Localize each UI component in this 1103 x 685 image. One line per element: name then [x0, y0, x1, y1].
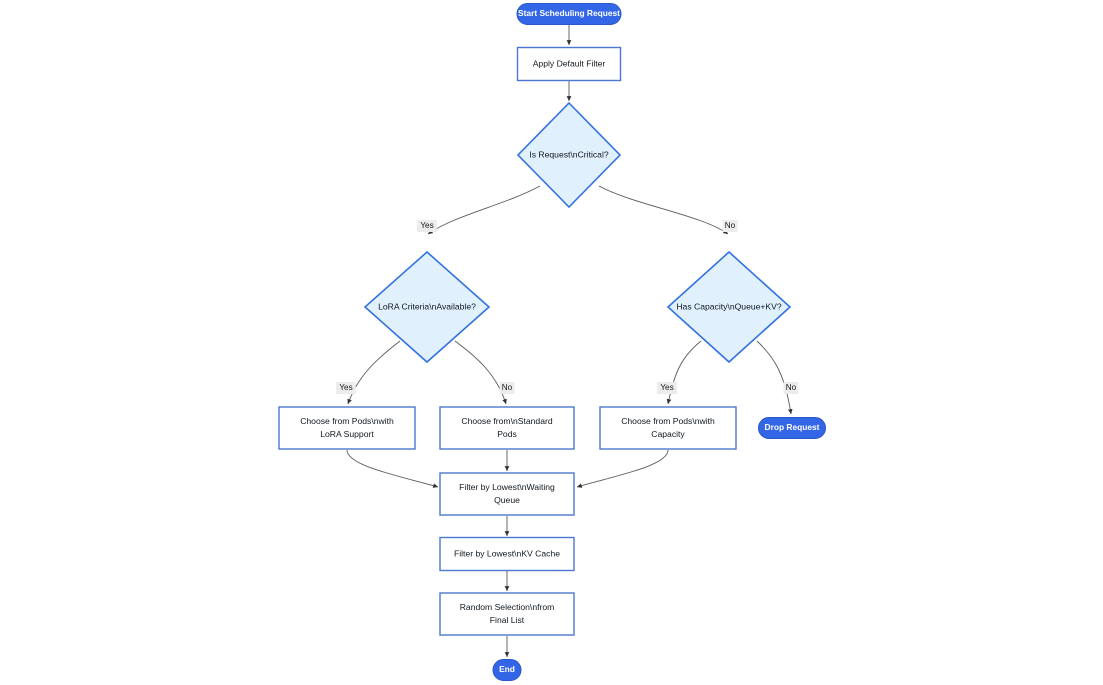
edge-label-text: Yes	[660, 383, 673, 392]
flow-node-drop[interactable]: Drop Request	[758, 417, 826, 439]
edge-label-lora-podsStandard: No	[499, 382, 515, 394]
flow-edge	[427, 185, 541, 235]
edge-label-text: Yes	[420, 221, 433, 230]
node-shape-pill	[758, 417, 826, 439]
edge-label-background	[783, 382, 799, 394]
node-label-podsStandard: Choose from\nStandard	[461, 416, 552, 426]
flow-edge	[454, 340, 507, 405]
node-shape-pill	[492, 659, 522, 681]
node-label-podsLora: Choose from Pods\nwith	[300, 416, 394, 426]
flow-node-critical[interactable]: Is Request\nCritical?	[516, 101, 622, 209]
flow-edge	[666, 340, 702, 405]
edge-label-capacity-drop: No	[783, 382, 799, 394]
node-shape-rect	[439, 406, 575, 450]
node-label-start: Start Scheduling Request	[518, 8, 620, 18]
edge-label-critical-capacity: No	[722, 220, 738, 232]
flow-node-capacity[interactable]: Has Capacity\nQueue+KV?	[666, 250, 792, 364]
edge-label-background	[499, 382, 515, 394]
node-shape-diamond	[363, 250, 491, 364]
node-label-podsCapacity: Capacity	[651, 429, 685, 439]
node-label-drop: Drop Request	[765, 422, 820, 432]
edge-label-lora-podsLora: Yes	[336, 382, 356, 394]
node-shape-diamond	[516, 101, 622, 209]
node-label-default: Apply Default Filter	[533, 58, 606, 68]
node-shape-rect	[599, 406, 737, 450]
node-label-capacity: Has Capacity\nQueue+KV?	[676, 301, 782, 311]
node-label-podsLora: LoRA Support	[320, 429, 374, 439]
edges-layer	[346, 25, 793, 658]
flow-node-lora[interactable]: LoRA Criteria\nAvailable?	[363, 250, 491, 364]
node-label-lora: LoRA Criteria\nAvailable?	[378, 301, 476, 311]
node-shape-pill	[516, 3, 622, 25]
flow-edge	[756, 340, 793, 415]
flow-edge	[346, 449, 439, 488]
flow-edge	[598, 185, 729, 235]
edge-label-text: No	[725, 221, 736, 230]
edge-label-background	[722, 220, 738, 232]
node-label-random: Random Selection\nfrom	[460, 602, 555, 612]
node-label-filterQueue: Filter by Lowest\nWaiting	[459, 482, 555, 492]
edge-label-background	[336, 382, 356, 394]
node-label-random: Final List	[490, 615, 525, 625]
node-shape-rect	[278, 406, 416, 450]
edge-label-capacity-podsCapacity: Yes	[657, 382, 677, 394]
node-shape-diamond	[666, 250, 792, 364]
edge-label-critical-lora: Yes	[417, 220, 437, 232]
node-shape-rect	[516, 46, 622, 82]
node-label-critical: Is Request\nCritical?	[529, 149, 609, 159]
flow-edge	[347, 340, 401, 405]
edge-label-background	[417, 220, 437, 232]
flow-node-filterKv[interactable]: Filter by Lowest\nKV Cache	[439, 536, 575, 572]
flow-node-default[interactable]: Apply Default Filter	[516, 46, 622, 82]
node-label-podsStandard: Pods	[497, 429, 517, 439]
flow-edge	[576, 449, 669, 488]
flow-node-end[interactable]: End	[492, 659, 522, 681]
node-shape-rect	[439, 536, 575, 572]
node-shape-rect	[439, 472, 575, 516]
flow-node-start[interactable]: Start Scheduling Request	[516, 3, 622, 25]
node-label-podsCapacity: Choose from Pods\nwith	[621, 416, 715, 426]
edge-label-text: No	[502, 383, 513, 392]
node-shape-rect	[439, 592, 575, 636]
edge-label-text: No	[786, 383, 797, 392]
edge-label-background	[657, 382, 677, 394]
node-label-filterQueue: Queue	[494, 495, 520, 505]
edge-label-text: Yes	[339, 383, 352, 392]
node-label-end: End	[499, 664, 515, 674]
node-label-filterKv: Filter by Lowest\nKV Cache	[454, 548, 560, 558]
